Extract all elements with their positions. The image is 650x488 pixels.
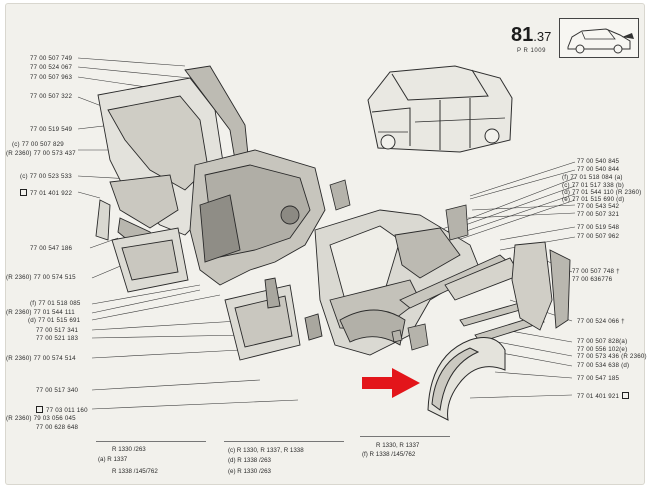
part-label-right: 77 00 507 962 [577,233,620,240]
footer-cell: R 1330, R 1337 [376,442,420,449]
vehicle-thumbnail [559,18,639,58]
part-label-left: 77 00 547 186 [30,245,73,252]
part-label-left: (c) 77 00 507 829 [12,141,64,148]
part-label-right: 77 00 636776 [572,276,613,283]
part-label-left: (R 2360) 77 00 573 437 [6,150,76,157]
part-label-right: 77 00 519 548 [577,224,620,231]
pr-code: P R 1009 [517,48,546,54]
footer-cell: (f) R 1338 /145/762 [362,451,416,458]
footer-cell: R 1330 /263 [112,446,146,453]
part-label-right: 77 00 540 845 [577,158,620,165]
part-label-left: (R 2360) 77 00 574 515 [6,274,76,281]
part-label-left: 77 01 401 922 [20,189,72,197]
page-number: 81.37 [511,24,552,46]
footer-rule [96,441,206,442]
part-label-right: 77 01 401 921 [577,392,630,400]
part-label-right: (d) 77 01 544 110 (R 2360) [562,189,642,196]
part-label-left: 77 00 519 549 [30,126,73,133]
part-label-right: 77 00 507 321 [577,211,620,218]
footer-cell: (c) R 1330, R 1337, R 1338 [228,447,304,454]
highlight-arrow [362,368,420,398]
footer-rule [360,436,450,437]
part-label-right: (f) 77 01 518 084 (a) [562,174,623,181]
part-label-right: 77 00 507 828(a) [577,338,628,345]
part-label-left: 77 00 524 067 [30,64,73,71]
part-label-right: 77 00 540 844 [577,166,620,173]
part-label-left: (d) 77 01 515 691 [28,317,81,324]
part-label-left: 77 00 507 322 [30,93,73,100]
footer-rule [224,441,344,442]
part-label-left: 77 00 517 341 [36,327,79,334]
box-icon [20,189,27,196]
part-label-right: (c) 77 01 517 338 (b) [562,182,624,189]
part-label-left: (f) 77 01 518 085 [30,300,81,307]
box-icon [622,392,630,399]
part-label-right: 77 00 507 748 † [572,268,620,275]
part-label-left: 77 00 517 340 [36,387,79,394]
part-label-left: 77 00 628 648 [36,424,79,431]
part-label-right: 77 00 534 638 (d) [577,362,630,369]
part-label-right: 77 00 556 102(e) [577,346,628,353]
footer-cell: (e) R 1330 /263 [228,468,271,475]
footer-cell: R 1338 /145/762 [112,468,158,475]
footer-cell: (a) R 1337 [98,456,128,463]
part-label-left: 77 00 507 963 [30,74,73,81]
footer-cell: (d) R 1338 /263 [228,457,271,464]
part-label-left: 77 00 507 749 [30,55,73,62]
part-label-left: (R 2360) 79 03 056 045 [6,415,76,422]
box-icon [36,406,43,413]
part-label-left: (R 2360) 77 01 544 111 [6,309,75,316]
part-label-right: (e) 77 01 515 690 (d) [562,196,625,203]
part-label-right: 77 00 573 436 (R 2360) [577,353,647,360]
part-label-left: 77 03 011 160 [36,406,88,414]
part-label-left: (R 2360) 77 00 574 514 [6,355,76,362]
part-label-right: 77 00 524 066 † [577,318,625,325]
part-label-right: 77 00 543 542 [577,203,620,210]
part-label-right: 77 00 547 185 [577,375,620,382]
part-label-left: (c) 77 00 523 533 [20,173,72,180]
part-label-left: 77 00 521 183 [36,335,79,342]
